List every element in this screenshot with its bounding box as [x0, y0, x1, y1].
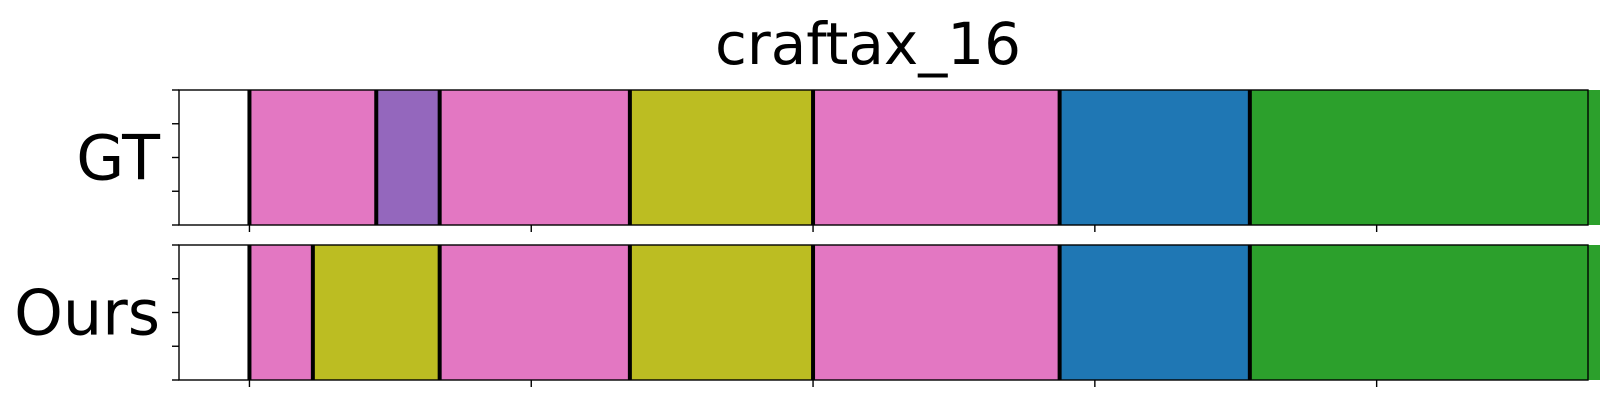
row-label: GT	[76, 122, 161, 195]
segment-bar	[813, 245, 1060, 380]
segment-bar	[1059, 90, 1250, 225]
segment-bar	[312, 245, 440, 380]
segment-bar	[1059, 245, 1250, 380]
rows-layer: GT Ours	[14, 89, 1600, 387]
segment-bar	[629, 245, 814, 380]
segment-bar	[376, 90, 440, 225]
segment-bar	[439, 90, 630, 225]
segment-bar	[813, 90, 1060, 225]
segment-bar	[1249, 245, 1600, 380]
segment-bar	[629, 90, 814, 225]
row-label: Ours	[14, 277, 160, 350]
segment-bar	[249, 90, 377, 225]
row-gt: GT	[76, 89, 1600, 232]
row-ours: Ours	[14, 244, 1600, 387]
chart-title: craftax_16	[715, 10, 1021, 78]
segment-bar	[439, 245, 630, 380]
segment-bar	[1249, 90, 1600, 225]
segment-bar	[249, 245, 313, 380]
